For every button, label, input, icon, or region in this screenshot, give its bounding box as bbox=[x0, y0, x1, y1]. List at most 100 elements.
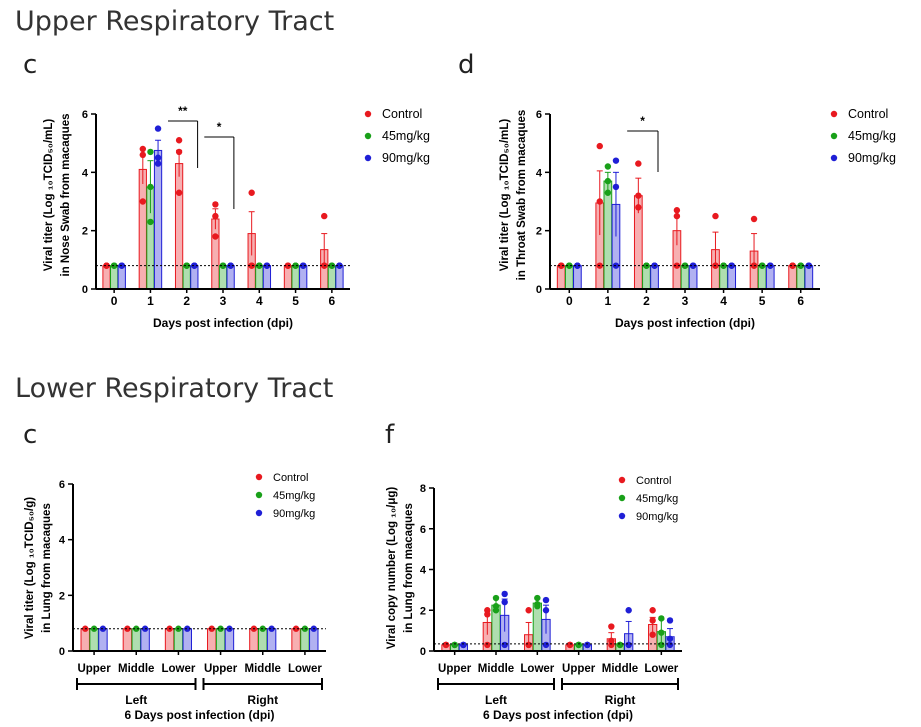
data-point bbox=[154, 160, 162, 167]
data-point bbox=[649, 617, 656, 624]
x-tick-label: Middle bbox=[245, 663, 281, 675]
data-point bbox=[191, 262, 198, 269]
y-tick-label: 4 bbox=[536, 167, 543, 179]
data-point bbox=[574, 262, 581, 269]
group-label: Left bbox=[125, 693, 147, 707]
y-tick-label: 0 bbox=[82, 284, 88, 296]
data-point bbox=[451, 641, 458, 649]
y-axis-label: in Nose Swab from macaques bbox=[60, 114, 72, 277]
data-point bbox=[442, 641, 450, 649]
data-point bbox=[557, 262, 565, 269]
data-point bbox=[139, 151, 147, 159]
data-point bbox=[175, 137, 183, 144]
data-point bbox=[635, 192, 642, 199]
data-point bbox=[604, 189, 612, 196]
legend-label: 45mg/kg bbox=[636, 493, 678, 505]
x-tick-label: Upper bbox=[562, 663, 596, 675]
y-tick-label: 2 bbox=[420, 605, 426, 617]
data-point bbox=[103, 262, 110, 269]
data-point bbox=[299, 262, 307, 269]
data-point bbox=[492, 607, 500, 614]
significance-label: * bbox=[640, 114, 645, 128]
x-tick-label: Middle bbox=[478, 663, 514, 675]
data-point bbox=[612, 157, 620, 164]
data-point bbox=[712, 212, 719, 220]
y-tick-label: 2 bbox=[82, 226, 88, 238]
data-point bbox=[681, 262, 689, 269]
x-axis-label: Days post infection (dpi) bbox=[615, 316, 755, 330]
data-point bbox=[184, 625, 191, 632]
y-tick-label: 2 bbox=[59, 590, 65, 602]
data-point bbox=[212, 212, 219, 220]
data-point bbox=[658, 615, 665, 622]
legend-marker bbox=[364, 110, 372, 118]
data-point bbox=[625, 641, 632, 649]
legend-label: 45mg/kg bbox=[848, 129, 896, 143]
data-point bbox=[666, 635, 674, 642]
x-tick-label: 6 bbox=[329, 294, 336, 308]
data-point bbox=[484, 641, 491, 649]
legend-marker bbox=[255, 473, 263, 481]
data-point bbox=[534, 602, 541, 610]
x-tick-label: Lower bbox=[161, 663, 195, 675]
data-point bbox=[139, 145, 147, 153]
x-tick-label: 0 bbox=[111, 294, 118, 308]
legend-label: Control bbox=[382, 107, 422, 121]
x-tick-label: 5 bbox=[292, 294, 299, 308]
data-point bbox=[534, 594, 541, 602]
panel-letter-f: f bbox=[385, 420, 395, 450]
data-point bbox=[658, 641, 665, 649]
legend-label: 45mg/kg bbox=[382, 129, 430, 143]
data-point bbox=[750, 215, 758, 223]
group-label: Right bbox=[247, 693, 278, 707]
data-point bbox=[596, 142, 603, 150]
data-point bbox=[154, 154, 162, 161]
legend-marker bbox=[364, 132, 372, 140]
y-axis-label: Viral titer (Log ₁₀TCID₅₀/g) bbox=[24, 497, 36, 639]
x-axis-label: 6 Days post infection (dpi) bbox=[124, 708, 274, 722]
data-point bbox=[575, 641, 582, 649]
data-point bbox=[608, 623, 615, 630]
data-point bbox=[501, 590, 508, 598]
significance-label: ** bbox=[178, 104, 188, 118]
x-tick-label: 4 bbox=[720, 294, 727, 308]
data-point bbox=[566, 262, 573, 269]
x-tick-label: Lower bbox=[520, 663, 554, 675]
x-tick-label: Lower bbox=[644, 663, 678, 675]
x-axis-label: Days post infection (dpi) bbox=[153, 316, 293, 330]
data-point bbox=[542, 607, 550, 614]
y-tick-label: 2 bbox=[536, 226, 542, 238]
data-point bbox=[542, 596, 550, 604]
data-point bbox=[147, 148, 154, 156]
legend-label: 90mg/kg bbox=[636, 511, 678, 523]
y-tick-label: 4 bbox=[420, 565, 427, 577]
data-point bbox=[147, 183, 154, 191]
data-point bbox=[596, 198, 603, 205]
data-point bbox=[133, 625, 140, 632]
legend-marker bbox=[618, 512, 626, 520]
legend-marker bbox=[830, 132, 838, 140]
data-point bbox=[492, 594, 500, 602]
data-point bbox=[110, 262, 118, 269]
y-tick-label: 4 bbox=[82, 167, 89, 179]
y-tick-label: 4 bbox=[59, 535, 66, 547]
data-point bbox=[227, 262, 234, 269]
data-point bbox=[301, 625, 309, 632]
data-point bbox=[625, 607, 632, 614]
legend-marker bbox=[255, 509, 263, 517]
data-point bbox=[604, 163, 612, 170]
x-tick-label: 1 bbox=[605, 294, 612, 308]
y-axis-label: in Lung from macaques bbox=[41, 503, 53, 633]
data-point bbox=[542, 641, 550, 649]
legend-label: 90mg/kg bbox=[273, 508, 315, 520]
data-point bbox=[616, 641, 624, 649]
data-point bbox=[525, 641, 532, 649]
legend-marker bbox=[618, 494, 626, 502]
data-point bbox=[612, 183, 620, 191]
data-point bbox=[256, 262, 263, 269]
data-point bbox=[666, 617, 674, 624]
x-tick-label: 5 bbox=[759, 294, 766, 308]
legend-label: Control bbox=[636, 475, 671, 487]
